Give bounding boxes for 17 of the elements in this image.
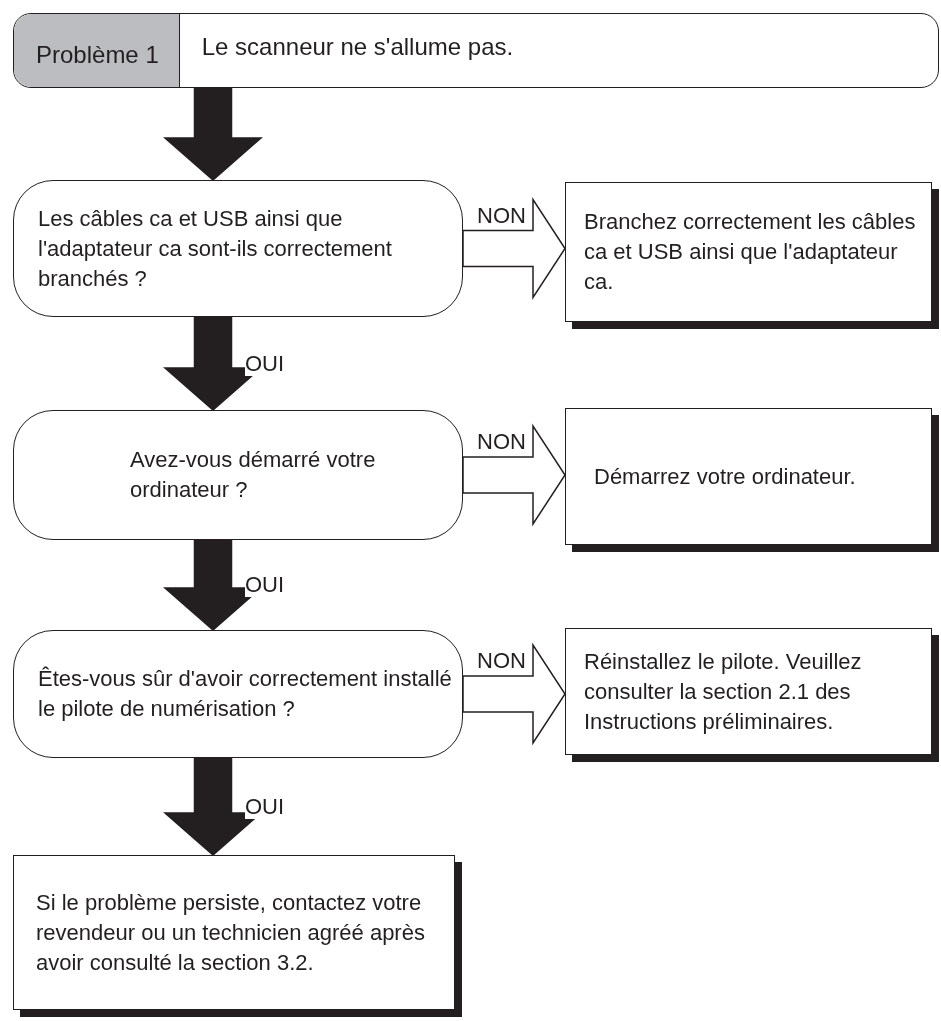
question-text: Êtes-vous sûr d'avoir correctement installé le pilote de numérisation ?: [38, 665, 452, 723]
question-box: [13, 630, 463, 758]
question-box: [13, 180, 463, 317]
question-text: Avez-vous démarré votre ordinateur ?: [130, 446, 377, 504]
action-text: Si le problème persiste, contactez votre revendeur ou un technicien agréé après avoir consulté la section 3.2.: [36, 888, 426, 977]
action-text: Branchez correctement les câbles ca et USB ainsi que l'adaptateur ca.: [584, 208, 917, 296]
outline-arrow: [462, 196, 566, 301]
question-box: [13, 410, 463, 540]
problem-tab: Problème 1: [14, 14, 180, 87]
action-text: Démarrez votre ordinateur.: [594, 462, 856, 491]
block-arrow: [163, 87, 263, 181]
problem-header-box: [13, 13, 939, 88]
problem-title: Le scanneur ne s'allume pas.: [200, 31, 514, 62]
question-text: Les câbles ca et USB ainsi que l'adaptateur ca sont-ils correctement branchés ?: [38, 204, 393, 293]
outline-arrow: [462, 423, 566, 527]
action-text: Réinstallez le pilote. Veuillez consulter la section 2.1 des Instructions préliminaires.: [584, 647, 863, 736]
outline-arrow: [462, 642, 566, 746]
